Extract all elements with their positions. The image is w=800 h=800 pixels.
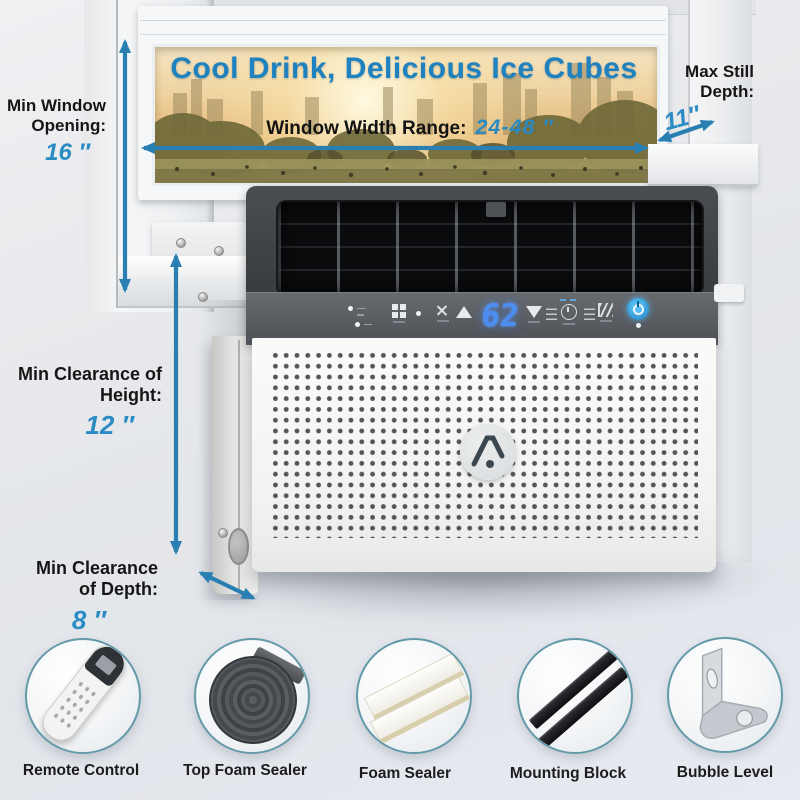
min-clearance-depth-label: Min Clearance of Depth: xyxy=(35,558,158,600)
min-clearance-height-value: 12 ″ xyxy=(85,410,134,441)
accessory-bubble-level xyxy=(667,637,783,753)
fan-speed-button-icon xyxy=(436,304,449,322)
window-sill-top xyxy=(118,256,256,276)
window-width-range-annotation: Window Width Range: 24-48 ″ xyxy=(190,115,630,140)
min-clearance-height-annotation: Min Clearance of Height: 12 ″ xyxy=(16,364,162,441)
sash-frame-line xyxy=(140,20,666,21)
ac-air-outlet-grille xyxy=(276,200,704,296)
max-still-depth-annotation: Max Still Depth: xyxy=(654,62,754,102)
accessory-top-foam-sealer xyxy=(194,638,310,754)
bracket-icon xyxy=(699,647,768,739)
min-window-opening-value: 16 ″ xyxy=(45,139,90,167)
temperature-up-button-icon xyxy=(456,306,472,318)
swing-louver-button-icon xyxy=(598,303,613,322)
window-frame-seam xyxy=(116,0,118,308)
settings-lines-icon xyxy=(584,308,595,320)
arrow-max-still-depth xyxy=(657,119,715,143)
accessory-foam-sealer xyxy=(356,638,472,754)
indicator-lights-icon xyxy=(348,302,376,332)
mode-button-icon xyxy=(392,304,406,323)
ac-side-notch xyxy=(228,528,249,565)
min-clearance-height-label: Min Clearance of Height: xyxy=(17,364,162,406)
min-clearance-depth-value: 8 ″ xyxy=(71,605,106,636)
sill-mounting-bracket xyxy=(152,222,250,262)
min-clearance-depth-annotation: Min Clearance of Depth: 8 ″ xyxy=(14,558,158,636)
settings-lines-icon xyxy=(546,308,557,320)
remote-control-icon xyxy=(35,640,133,748)
window-width-range-label: Window Width Range: xyxy=(266,118,467,139)
max-still-depth-label: Max Still Depth: xyxy=(685,62,754,102)
temperature-down-button-icon xyxy=(526,306,542,323)
window-width-range-value: 24-48 ″ xyxy=(475,115,554,139)
accessory-label: Remote Control xyxy=(22,762,140,779)
ac-side-seam xyxy=(238,340,240,590)
sash-frame-line xyxy=(140,34,666,35)
min-window-opening-label: Min Window Opening: xyxy=(7,96,106,136)
headline: Cool Drink, Delicious Ice Cubes xyxy=(170,52,638,85)
accessory-mounting-block xyxy=(517,638,633,754)
bracket-screw xyxy=(176,238,186,248)
window-sill-rail-right xyxy=(648,144,758,186)
ac-side-screw xyxy=(218,528,228,538)
timer-button-icon xyxy=(560,299,578,325)
fan-indicator-icon xyxy=(416,311,421,316)
accessory-label: Mounting Block xyxy=(509,765,627,782)
accessory-label: Bubble Level xyxy=(676,764,774,781)
brand-logo-icon xyxy=(460,424,516,480)
accessory-label: Top Foam Sealer xyxy=(183,762,307,779)
accessory-label: Foam Sealer xyxy=(358,765,452,782)
sill-screw xyxy=(198,292,208,302)
min-window-opening-annotation: Min Window Opening: 16 ″ xyxy=(4,96,106,167)
window-lock-tab xyxy=(714,284,744,302)
grille-center-tab xyxy=(486,202,506,217)
power-button-icon xyxy=(627,298,649,328)
arrow-min-clearance-depth xyxy=(198,571,256,600)
foam-roll-icon xyxy=(209,656,297,744)
bracket-screw xyxy=(214,246,224,256)
window-sill-front xyxy=(118,276,256,308)
accessory-remote-control xyxy=(25,638,141,754)
